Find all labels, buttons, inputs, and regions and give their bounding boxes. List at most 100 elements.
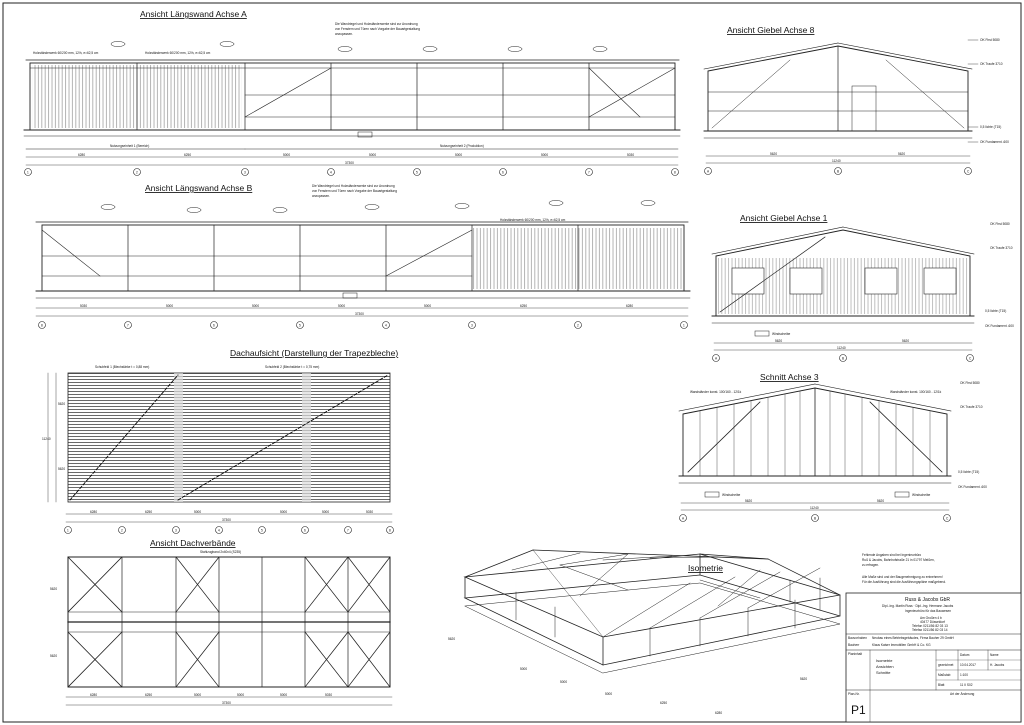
view-roof-bracing: Ansicht Dachverbände Stahlzugband 2x40x4… (50, 538, 393, 706)
axis-label: A (682, 517, 685, 521)
dimension: 5620 (902, 339, 909, 343)
position-tag (110, 41, 126, 47)
axis-label: 8 (674, 171, 676, 175)
axis-label: 7 (347, 529, 349, 533)
drawn-label: gezeichnet (938, 663, 954, 667)
position-tag (342, 292, 358, 299)
plan-label: Planinhalt (848, 652, 862, 656)
wall-brace (588, 67, 641, 118)
note-line: Die Wandriegel und Holzständerwerke sind… (335, 22, 418, 26)
plan-content: Ansichten (876, 664, 894, 669)
ridge-strip (174, 373, 183, 502)
level-label: OK Fundament -600 (958, 485, 987, 489)
client: Klaus Kaiser Immobilien GmbH & Co. KG (872, 643, 931, 647)
window-opening (731, 267, 765, 295)
dimension-total: 37300 (345, 161, 354, 165)
axis-label: 7 (588, 171, 590, 175)
axis-label: 8 (389, 529, 391, 533)
axis-label: 3 (175, 529, 177, 533)
axis-label: 6 (213, 324, 215, 328)
level-label: OK Fundament -600 (980, 140, 1009, 144)
position-tag (337, 46, 353, 52)
view-roof-plan-title: Dachaufsicht (Darstellung der Trapezblec… (230, 348, 398, 358)
address-line: Telefon 0211/56 82 03 13 (912, 624, 948, 628)
roof-edge (814, 383, 952, 412)
dimension-total: 11240 (832, 159, 841, 163)
axis-markers: A B C (712, 354, 974, 362)
wind-label: Windscheibe (912, 493, 930, 497)
axis-label: 6 (304, 529, 306, 533)
axis-label: 7 (127, 324, 129, 328)
position-tag (704, 491, 720, 498)
view-gable-8: Ansicht Giebel Achse 8 OK First 5080 OK … (703, 25, 1009, 175)
section-label: Wandständer konst. 100/160 - 12/1k (690, 390, 742, 394)
scale: 1:100 (960, 673, 968, 677)
axis-label: B (814, 517, 816, 521)
dimension: 5000 (194, 510, 201, 514)
axis-label: 5 (299, 324, 301, 328)
section-brace (687, 401, 761, 473)
dimension: 6280 (78, 153, 85, 157)
roof-edge (842, 226, 975, 255)
position-tag (186, 207, 202, 213)
dimension: 5000 (369, 153, 376, 157)
iso-building (463, 549, 841, 674)
name-label: Name (990, 653, 999, 657)
position-tag (592, 46, 608, 52)
bracing-diagonals (67, 556, 391, 688)
level-label: 0,5 lichte (T15) (980, 125, 1001, 129)
gable-brace (719, 236, 826, 313)
dimension: 6280 (90, 693, 97, 697)
note-line: zu erfragen. (862, 563, 879, 567)
iso-dimension: 5000 (520, 667, 527, 671)
note-line: Die Wandriegel und Holzständerwerke sind… (312, 184, 395, 188)
change-label: Art der Änderung (950, 692, 975, 696)
axis-label: A (707, 170, 710, 174)
dimension: 6250 (520, 304, 527, 308)
address-line: 40477 Düsseldorf (920, 620, 945, 624)
axis-label: B (837, 170, 839, 174)
gable-brace (885, 59, 965, 129)
plan-number: P1 (851, 703, 866, 717)
address-line: Am Großen 4 b (920, 616, 942, 620)
axis-label: 2 (136, 171, 138, 175)
axis-label: 4 (330, 171, 332, 175)
position-tag (454, 203, 470, 209)
company-name: Russ & Jacobs GbR (905, 597, 950, 603)
wall-brace (588, 67, 676, 118)
address-line: Telefax 0211/56 82 03 14 (912, 628, 948, 632)
level-label: OK First 5080 (960, 381, 980, 385)
axis-markers: 8 7 6 5 4 3 2 1 (38, 321, 688, 329)
axis-label: 3 (244, 171, 246, 175)
client-label: Bauherr (848, 643, 860, 647)
wall-brace (385, 229, 473, 277)
dimension-total: 37300 (222, 701, 231, 705)
axis-label: 4 (218, 529, 220, 533)
index-label: Plan-Nr. (848, 692, 860, 696)
dimension: 5620 (775, 339, 782, 343)
dimension-total: 37300 (222, 518, 231, 522)
dimension: 6250 (145, 693, 152, 697)
axis-label: 1 (683, 324, 685, 328)
dimension: 6250 (184, 153, 191, 157)
note-line: Für die Ausführung sind die Ausführungsp… (862, 580, 946, 584)
dimension: 5620 (877, 499, 884, 503)
door-opening (851, 85, 877, 132)
side-dimension: 5620 (58, 402, 65, 406)
axis-label: C (946, 517, 949, 521)
axis-label: C (969, 357, 972, 361)
level-label: OK First 5080 (980, 38, 1000, 42)
note-line: von Fenstern und Türen nach Vorgabe der … (335, 27, 420, 31)
axis-markers: A B C (679, 514, 951, 522)
gable-outline (707, 45, 969, 132)
dimension: 5000 (194, 693, 201, 697)
section-label: Wandständer konst. 100/160 - 12/1k (890, 390, 942, 394)
shear-field-label: Schubfeld 2 (Blechstärke t = 0,75 mm) (265, 365, 319, 369)
dimension: 6280 (626, 304, 633, 308)
wind-label: Windscheibe (772, 332, 790, 336)
view-gable-1-title: Ansicht Giebel Achse 1 (740, 213, 828, 223)
axis-label: 1 (27, 171, 29, 175)
position-tag (507, 46, 523, 52)
roof-edge (711, 226, 844, 255)
window-opening (864, 267, 898, 295)
